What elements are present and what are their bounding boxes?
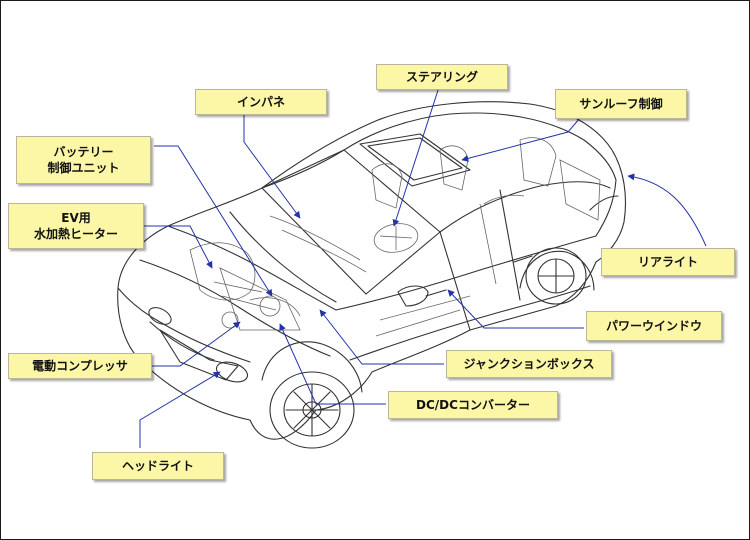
leader-power-window bbox=[447, 289, 584, 329]
leader-junction-box bbox=[319, 309, 444, 365]
label-dcdc-converter: DC/DCコンバーター bbox=[388, 391, 558, 419]
label-instrument-panel: インパネ bbox=[195, 89, 327, 115]
label-junction-box: ジャンクションボックス bbox=[446, 350, 612, 378]
label-ev-heater-line1: EV用 bbox=[61, 210, 91, 225]
leader-sunroof bbox=[461, 117, 581, 162]
car-internals bbox=[189, 137, 601, 337]
label-battery-ecu: バッテリー 制御ユニット bbox=[16, 136, 151, 184]
label-electric-compressor: 電動コンプレッサ bbox=[8, 353, 152, 379]
label-headlight: ヘッドライト bbox=[92, 452, 224, 480]
leader-rear-light bbox=[627, 173, 707, 247]
label-battery-ecu-line1: バッテリー bbox=[53, 144, 114, 159]
label-battery-ecu-line2: 制御ユニット bbox=[47, 161, 120, 175]
leader-lines bbox=[139, 83, 707, 448]
leader-instrument-panel bbox=[243, 112, 301, 219]
leader-ev-heater bbox=[144, 225, 213, 269]
leader-headlight bbox=[139, 371, 221, 448]
leader-dcdc bbox=[279, 323, 386, 405]
label-ev-heater: EV用 水加熱ヒーター bbox=[8, 203, 144, 249]
car-body bbox=[117, 101, 627, 449]
label-power-window: パワーウインドウ bbox=[586, 311, 722, 341]
leader-battery-ecu bbox=[154, 145, 273, 297]
label-ev-heater-line2: 水加熱ヒーター bbox=[33, 227, 118, 241]
leader-electric-compressor bbox=[152, 321, 241, 367]
label-rear-light: リアライト bbox=[601, 248, 735, 276]
label-steering: ステアリング bbox=[376, 64, 508, 90]
leader-steering bbox=[392, 83, 441, 227]
label-sunroof-control: サンルーフ制御 bbox=[555, 89, 687, 119]
